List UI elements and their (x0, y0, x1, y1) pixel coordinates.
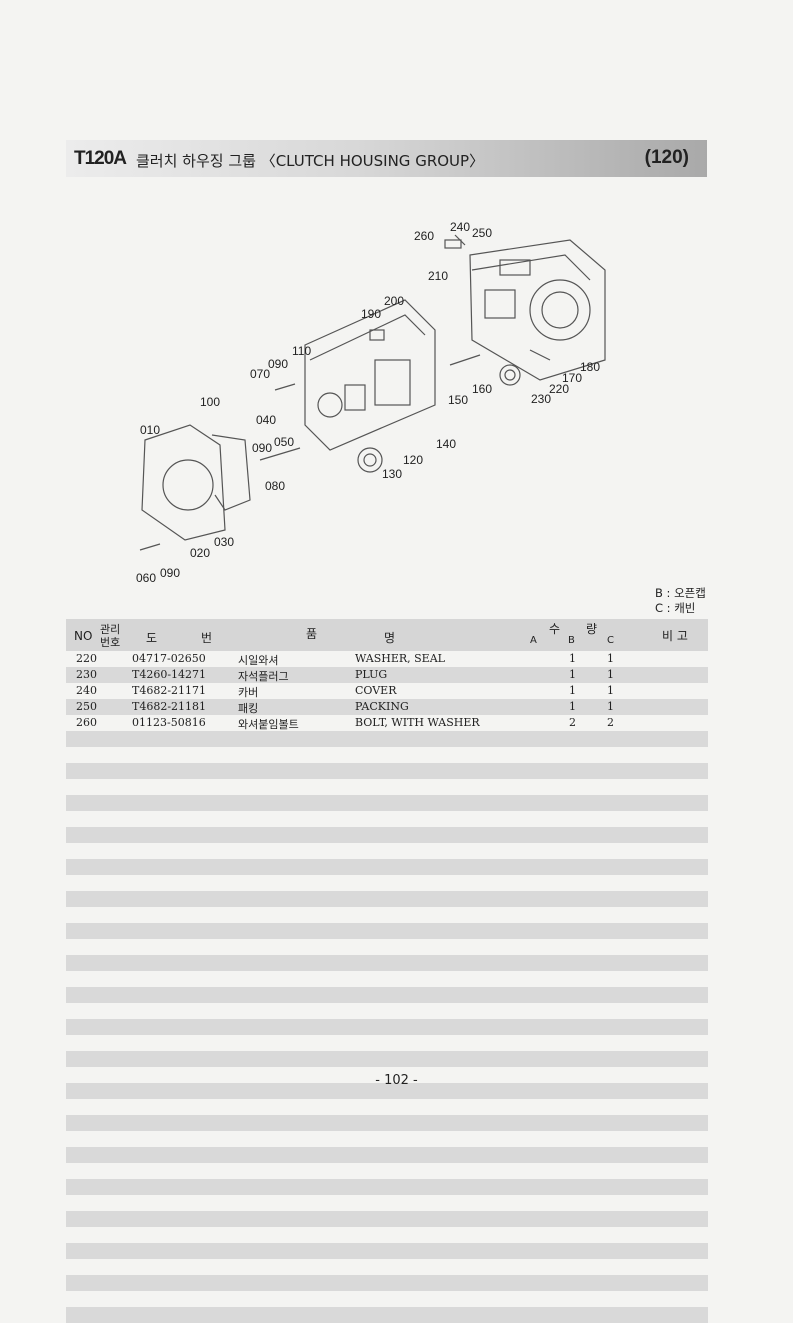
row-qty-c: 1 (607, 684, 614, 697)
table-row: 230 T4260-14271 자석플러그 PLUG 1 1 (66, 667, 708, 683)
middle-housing-shape (304, 299, 436, 451)
header-name-2: 명 (384, 631, 396, 645)
callout-label: 180 (580, 360, 600, 374)
row-qty-b: 1 (569, 700, 576, 713)
exploded-parts-diagram: 260 240 250 210 200 190 110 090 070 180 … (136, 220, 606, 585)
group-code: T120A (74, 148, 127, 169)
callout-label: 200 (384, 294, 404, 308)
header-col-c: C (607, 635, 614, 646)
row-qty-b: 1 (569, 684, 576, 697)
group-title: 클러치 하우징 그룹 〈CLUTCH HOUSING GROUP〉 (136, 152, 485, 170)
callout-label: 120 (403, 453, 423, 467)
header-qty-2: 량 (586, 622, 598, 636)
row-part-number: T4682-21181 (132, 700, 207, 713)
callout-label: 130 (382, 467, 402, 481)
header-name-1: 품 (306, 627, 318, 641)
callout-label: 160 (472, 382, 492, 396)
header-drawing-1: 도 (146, 631, 158, 645)
row-no: 230 (76, 668, 97, 681)
row-name-eng: COVER (355, 684, 397, 697)
row-name-eng: PACKING (355, 700, 409, 713)
section-title-bar: T120A 클러치 하우징 그룹 〈CLUTCH HOUSING GROUP〉 … (66, 140, 707, 177)
callout-label: 250 (472, 226, 492, 240)
rear-housing-shape (469, 239, 606, 381)
row-qty-b: 1 (569, 668, 576, 681)
table-row: 260 01123-50816 와셔붙임볼트 BOLT, WITH WASHER… (66, 715, 708, 731)
legend-b: B : 오픈캡 (655, 586, 706, 600)
header-drawing-2: 번 (201, 631, 213, 645)
callout-label: 080 (265, 479, 285, 493)
callout-label: 090 (160, 566, 180, 580)
callout-label: 150 (448, 393, 468, 407)
row-name-kor: 와셔붙임볼트 (238, 718, 299, 731)
callout-label: 010 (140, 423, 160, 437)
callout-label: 110 (292, 344, 311, 358)
header-remarks: 비 고 (662, 629, 688, 643)
row-no: 250 (76, 700, 97, 713)
front-housing-shape (141, 424, 226, 541)
header-col-a: A (530, 635, 537, 646)
empty-rows (66, 731, 708, 1323)
callout-label: 260 (414, 229, 434, 243)
header-mgmt-top: 관리 (100, 623, 121, 636)
table-row: 250 T4682-21181 패킹 PACKING 1 1 (66, 699, 708, 715)
callout-label: 070 (250, 367, 270, 381)
row-name-kor: 자석플러그 (238, 670, 289, 683)
row-name-kor: 카버 (238, 686, 259, 699)
row-no: 220 (76, 652, 97, 665)
callout-label: 140 (436, 437, 456, 451)
row-qty-b: 1 (569, 652, 576, 665)
row-part-number: 01123-50816 (132, 716, 206, 729)
callout-label: 210 (428, 269, 448, 283)
callout-label: 230 (531, 392, 551, 406)
row-qty-b: 2 (569, 716, 576, 729)
row-qty-c: 1 (607, 700, 614, 713)
row-qty-c: 1 (607, 668, 614, 681)
header-mgmt-bottom: 번호 (100, 636, 121, 649)
callout-label: 190 (361, 307, 381, 321)
callout-label: 060 (136, 571, 156, 585)
row-name-eng: PLUG (355, 668, 388, 681)
callout-label: 240 (450, 220, 470, 234)
group-number: (120) (644, 147, 689, 168)
callout-label: 090 (268, 357, 288, 371)
callout-label: 100 (200, 395, 220, 409)
row-qty-c: 1 (607, 652, 614, 665)
callout-label: 090 (252, 441, 272, 455)
row-part-number: T4682-21171 (132, 684, 207, 697)
row-no: 260 (76, 716, 97, 729)
row-name-kor: 패킹 (238, 702, 259, 715)
parts-table: NO 관리 번호 도 번 품 명 수 량 A B C 비 고 220 04717… (66, 619, 708, 1323)
callout-label: 170 (562, 371, 582, 385)
row-part-number: 04717-02650 (132, 652, 206, 665)
table-row: 220 04717-02650 시일와셔 WASHER, SEAL 1 1 (66, 651, 708, 667)
row-name-eng: BOLT, WITH WASHER (355, 716, 480, 729)
callout-label: 040 (256, 413, 276, 427)
legend-c: C : 캐빈 (655, 601, 696, 615)
callout-label: 020 (190, 546, 210, 560)
header-col-b: B (568, 635, 575, 646)
table-header: NO 관리 번호 도 번 품 명 수 량 A B C 비 고 (66, 619, 708, 651)
table-row: 240 T4682-21171 카버 COVER 1 1 (66, 683, 708, 699)
row-name-eng: WASHER, SEAL (355, 652, 445, 665)
row-name-kor: 시일와셔 (238, 654, 279, 667)
callout-label: 050 (274, 435, 294, 449)
header-qty-1: 수 (549, 622, 561, 636)
row-no: 240 (76, 684, 97, 697)
page-number: - 102 - (375, 1073, 418, 1088)
row-qty-c: 2 (607, 716, 614, 729)
callout-label: 220 (549, 382, 569, 396)
callout-label: 030 (214, 535, 234, 549)
header-no: NO (74, 629, 93, 643)
row-part-number: T4260-14271 (132, 668, 207, 681)
